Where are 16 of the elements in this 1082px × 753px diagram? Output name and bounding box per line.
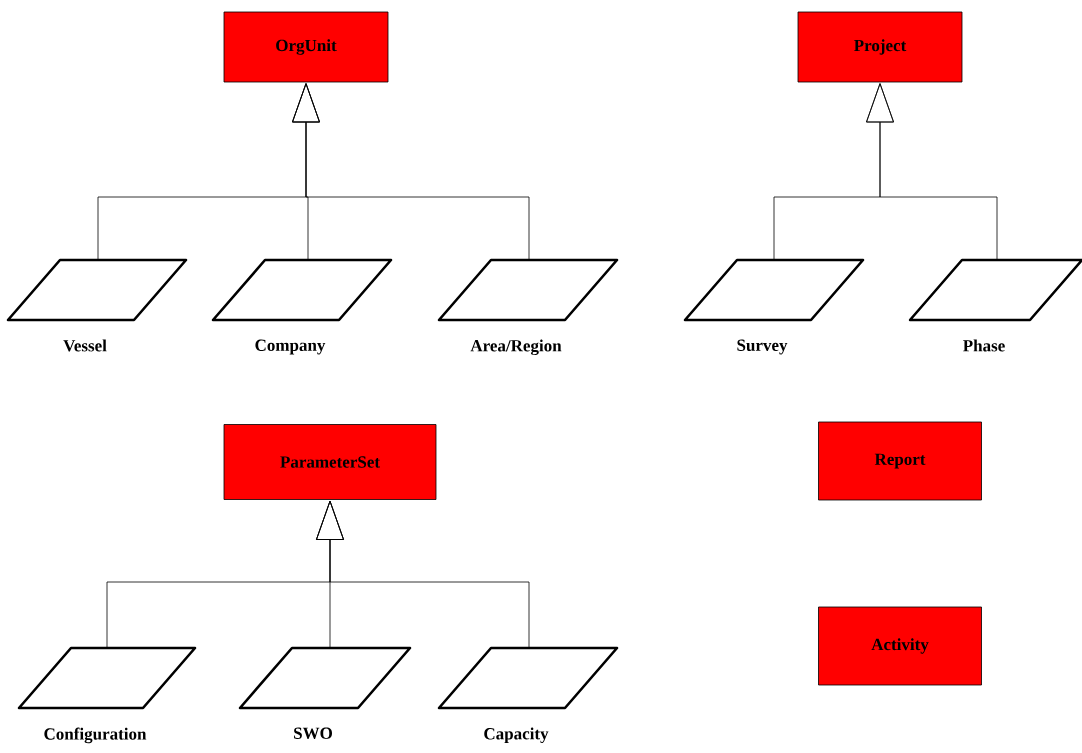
shape-label: Company (255, 339, 326, 355)
shape-label: SWO (294, 727, 332, 740)
generalization-arrow (292, 83, 530, 261)
class-box: Project (797, 11, 963, 83)
generalization-arrow (316, 500, 530, 649)
shape-label: Capacity (484, 727, 549, 743)
class-box: ParameterSet (223, 424, 437, 500)
class-box: OrgUnit (223, 11, 389, 83)
shape-label: Survey (737, 339, 788, 355)
shape-label: Phase (963, 339, 1005, 352)
shape-label: Vessel (63, 339, 107, 352)
shape-label: Area/Region (470, 339, 562, 356)
generalization-arrow (866, 83, 998, 261)
class-box: Report (818, 421, 982, 501)
class-box: Activity (818, 606, 982, 686)
shape-label: Configuration (44, 727, 147, 744)
